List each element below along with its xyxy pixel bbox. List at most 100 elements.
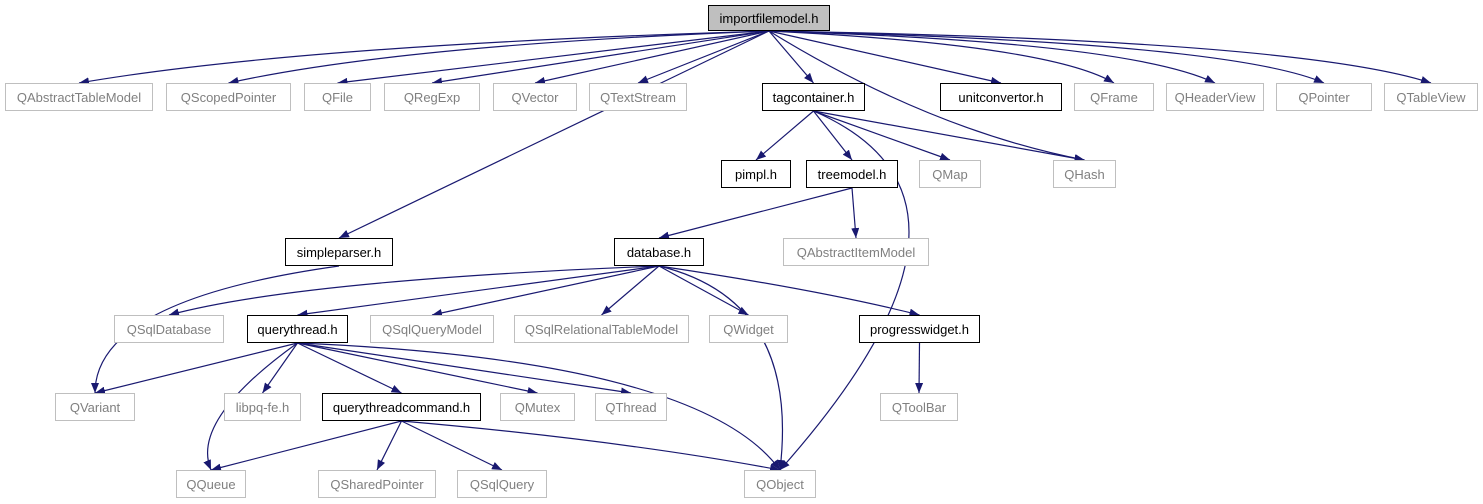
edge-querythreadcommand-to-qsqlquery xyxy=(401,420,503,471)
edge-importfilemodel-to-qvector xyxy=(534,30,770,85)
node-qtableview: QTableView xyxy=(1384,83,1478,111)
node-label: QWidget xyxy=(723,321,774,337)
node-pimpl[interactable]: pimpl.h xyxy=(721,160,791,188)
edge-querythread-to-qqueue xyxy=(203,342,298,471)
edge-querythread-to-qthread xyxy=(297,342,632,396)
node-label: libpq-fe.h xyxy=(235,399,290,415)
node-label: QTableView xyxy=(1396,89,1466,105)
node-label: simpleparser.h xyxy=(296,244,382,260)
edge-importfilemodel-to-qpointer xyxy=(768,30,1325,84)
node-querythreadcommand[interactable]: querythreadcommand.h xyxy=(322,393,481,421)
node-label: QSqlQueryModel xyxy=(382,321,482,337)
node-label: querythread.h xyxy=(257,321,338,337)
node-qabstracttablemodel: QAbstractTableModel xyxy=(5,83,153,111)
edge-treemodel-to-database xyxy=(658,187,853,240)
node-label: QQueue xyxy=(186,476,236,492)
node-label: QVector xyxy=(511,89,559,105)
node-progresswidget[interactable]: progresswidget.h xyxy=(859,315,980,343)
node-unitconvertor[interactable]: unitconvertor.h xyxy=(940,83,1062,111)
edge-database-to-qobject xyxy=(658,265,786,471)
node-qtoolbar: QToolBar xyxy=(880,393,958,421)
node-qpointer: QPointer xyxy=(1276,83,1372,111)
node-label: pimpl.h xyxy=(735,166,777,182)
edge-database-to-qsqlquerymodel xyxy=(431,265,660,317)
edge-database-to-qsqlrelationaltablemodel xyxy=(601,265,660,316)
edge-simpleparser-to-qvariant xyxy=(91,265,340,394)
node-label: QAbstractTableModel xyxy=(16,89,142,105)
node-qthread: QThread xyxy=(595,393,667,421)
edge-database-to-qsqldatabase xyxy=(168,265,660,317)
node-qvector: QVector xyxy=(493,83,577,111)
node-qmutex: QMutex xyxy=(500,393,575,421)
node-simpleparser[interactable]: simpleparser.h xyxy=(285,238,393,266)
node-qframe: QFrame xyxy=(1074,83,1154,111)
edge-importfilemodel-to-qfile xyxy=(337,30,770,86)
node-qfile: QFile xyxy=(304,83,371,111)
node-label: querythreadcommand.h xyxy=(332,399,471,415)
node-label: QFrame xyxy=(1090,89,1138,105)
node-label: QPointer xyxy=(1298,89,1350,105)
edge-importfilemodel-to-unitconvertor xyxy=(768,30,1002,85)
node-treemodel[interactable]: treemodel.h xyxy=(806,160,898,188)
edge-tagcontainer-to-treemodel xyxy=(813,110,853,161)
node-label: treemodel.h xyxy=(817,166,887,182)
node-label: QAbstractItemModel xyxy=(796,244,916,260)
edge-tagcontainer-to-qhash xyxy=(813,110,1085,163)
node-label: QSharedPointer xyxy=(330,476,424,492)
edge-querythread-to-querythreadcommand xyxy=(297,342,402,394)
node-label: QToolBar xyxy=(891,399,947,415)
node-querythread[interactable]: querythread.h xyxy=(247,315,348,343)
edge-importfilemodel-to-qscopedpointer xyxy=(228,30,770,85)
node-qregexp: QRegExp xyxy=(384,83,480,111)
node-importfilemodel[interactable]: importfilemodel.h xyxy=(708,5,830,31)
edge-querythread-to-libpqfe xyxy=(262,342,298,394)
edge-treemodel-to-qabstractitemmodel xyxy=(851,187,860,239)
node-label: QTextStream xyxy=(600,89,676,105)
edge-progresswidget-to-qtoolbar xyxy=(915,342,924,394)
node-qheaderview: QHeaderView xyxy=(1166,83,1264,111)
node-tagcontainer[interactable]: tagcontainer.h xyxy=(762,83,865,111)
edge-importfilemodel-to-tagcontainer xyxy=(768,30,814,84)
edge-importfilemodel-to-qregexp xyxy=(431,30,770,86)
node-qsqlquerymodel: QSqlQueryModel xyxy=(370,315,494,343)
node-libpqfe: libpq-fe.h xyxy=(224,393,301,421)
node-label: database.h xyxy=(626,244,692,260)
node-label: QSqlRelationalTableModel xyxy=(524,321,679,337)
edge-importfilemodel-to-qframe xyxy=(768,30,1115,84)
node-qhash: QHash xyxy=(1053,160,1116,188)
edge-querythreadcommand-to-qobject xyxy=(401,420,781,473)
edge-tagcontainer-to-pimpl xyxy=(755,110,814,161)
node-label: QFile xyxy=(321,89,354,105)
node-qqueue: QQueue xyxy=(176,470,246,498)
edge-database-to-progresswidget xyxy=(658,265,920,317)
node-label: QVariant xyxy=(69,399,121,415)
node-label: QThread xyxy=(605,399,657,415)
edge-querythreadcommand-to-qqueue xyxy=(210,420,402,472)
edge-querythread-to-qvariant xyxy=(94,342,298,395)
node-qsqldatabase: QSqlDatabase xyxy=(114,315,224,343)
edge-importfilemodel-to-qtableview xyxy=(768,30,1432,84)
node-qvariant: QVariant xyxy=(55,393,135,421)
edge-database-to-querythread xyxy=(297,265,660,318)
node-qscopedpointer: QScopedPointer xyxy=(166,83,291,111)
node-label: QObject xyxy=(756,476,804,492)
edge-querythread-to-qmutex xyxy=(297,342,538,395)
edge-querythread-to-qobject xyxy=(297,342,781,471)
node-label: QRegExp xyxy=(403,89,461,105)
edge-importfilemodel-to-qhash xyxy=(768,30,1085,163)
node-qmap: QMap xyxy=(919,160,981,188)
node-label: tagcontainer.h xyxy=(772,89,855,105)
edge-importfilemodel-to-qabstracttablemodel xyxy=(78,30,770,86)
node-label: importfilemodel.h xyxy=(719,10,819,26)
node-qsqlrelationaltablemodel: QSqlRelationalTableModel xyxy=(514,315,689,343)
node-label: QScopedPointer xyxy=(180,89,277,105)
node-qsqlquery: QSqlQuery xyxy=(457,470,547,498)
node-qtextstream: QTextStream xyxy=(589,83,687,111)
node-database[interactable]: database.h xyxy=(614,238,704,266)
node-label: QHash xyxy=(1064,166,1105,182)
node-label: progresswidget.h xyxy=(870,321,969,337)
edge-querythreadcommand-to-qsharedpointer xyxy=(376,420,403,471)
node-qobject: QObject xyxy=(744,470,816,498)
